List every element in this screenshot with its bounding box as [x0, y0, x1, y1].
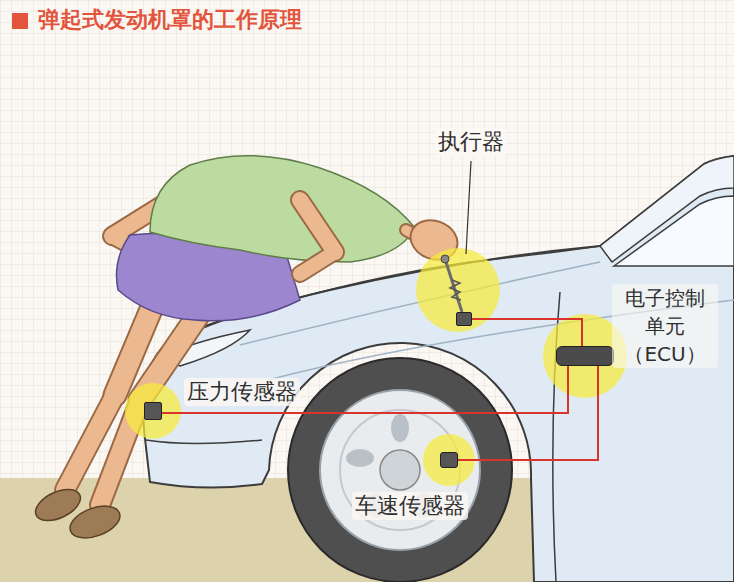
side-window [614, 196, 734, 266]
hub [380, 450, 420, 490]
signal-wire [162, 366, 568, 413]
upper-arm [300, 200, 335, 252]
pedestrian-dummy [31, 156, 463, 544]
thigh [115, 300, 155, 395]
actuator-knob [441, 255, 449, 263]
rim-slot [391, 414, 409, 442]
tire [288, 358, 512, 582]
part-label: 压力传感器 [184, 378, 300, 406]
shoe [66, 500, 124, 544]
highlight-circle [423, 434, 475, 486]
highlight-circle [416, 248, 500, 332]
leader-line [466, 161, 471, 254]
actuator-spring [450, 280, 461, 300]
rim [320, 390, 480, 550]
arm-outline [300, 252, 335, 274]
arm-outline [300, 200, 335, 252]
actuator-block: 执行器 [456, 312, 472, 326]
title-bullet [12, 13, 28, 29]
forearm [300, 252, 335, 274]
car-body [143, 156, 734, 582]
speed-sensor: 车速传感器 [440, 452, 458, 468]
ecu-box: 电子控制 单元 （ECU） [556, 346, 614, 366]
highlight-circle [125, 383, 181, 439]
rim-slot [346, 449, 374, 467]
shirt [150, 156, 415, 262]
part-label: 电子控制 单元 （ECU） [612, 284, 718, 368]
bumper-line [146, 440, 262, 444]
diagram-title: 弹起式发动机罩的工作原理 [38, 7, 302, 33]
shin [65, 395, 115, 490]
part-label: 车速传感器 [352, 492, 468, 520]
leg-outline [65, 395, 115, 490]
signal-wire [472, 319, 582, 346]
pressure-sensor: 压力传感器 [144, 402, 162, 420]
signal-wire [458, 366, 598, 460]
part-label: 执行器 [435, 128, 507, 156]
actuator-rod [446, 262, 462, 312]
leg-outline [115, 300, 155, 395]
